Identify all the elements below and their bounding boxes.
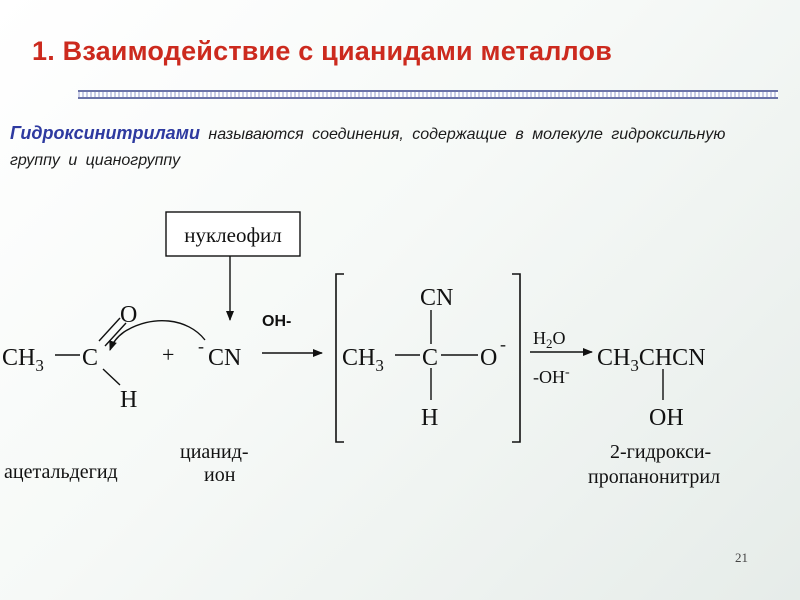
acetaldehyde-ch3: CH3	[2, 345, 44, 375]
bracket-right	[512, 273, 521, 443]
cyanide-charge: -	[198, 336, 204, 356]
intermediate-h: H	[421, 405, 438, 431]
product-oh: OH	[649, 405, 684, 431]
intermediate-c: C	[422, 345, 438, 371]
acetaldehyde-o: O	[120, 302, 137, 328]
hydroxide-label: -OH-	[533, 365, 570, 387]
intermediate-o: O	[480, 345, 497, 371]
cyanide-label-line1: цианид-	[180, 441, 249, 463]
title-underline	[78, 90, 778, 99]
acetaldehyde-c: C	[82, 345, 98, 371]
water-label: H2O	[533, 328, 566, 351]
product-label-line1: 2-гидрокси-	[610, 441, 711, 463]
bond-c-h	[102, 368, 121, 386]
cyanide-label-line2: ион	[204, 464, 236, 486]
slide-title: 1. Взаимодействие с цианидами металлов	[32, 36, 613, 66]
intermediate-cn: CN	[420, 285, 453, 311]
intermediate-ch3: CH3	[342, 345, 384, 375]
intermediate-o-charge: -	[500, 334, 506, 354]
double-bond-2	[104, 322, 127, 347]
acetaldehyde-label: ацетальдегид	[4, 461, 118, 483]
electron-shift-arrow	[109, 320, 206, 351]
double-bond-1	[98, 317, 121, 342]
bracket-left	[335, 273, 344, 443]
definition-term: Гидроксинитрилами	[10, 123, 200, 143]
definition-text: Гидроксинитрилами называются соединения,…	[10, 120, 780, 174]
page-number: 21	[735, 550, 748, 565]
acetaldehyde-h: H	[120, 387, 137, 413]
product-label-line2: пропанонитрил	[588, 466, 720, 488]
plus-sign: +	[162, 342, 174, 367]
cyanide-formula: CN	[208, 345, 241, 371]
catalyst-label: OH-	[262, 313, 291, 330]
nucleophile-box	[165, 211, 301, 257]
nucleophile-label: нуклеофил	[184, 223, 282, 247]
product-formula: CH3CHCN	[597, 345, 706, 375]
definition-rest: называются соединения, содержащие в моле…	[10, 126, 726, 169]
